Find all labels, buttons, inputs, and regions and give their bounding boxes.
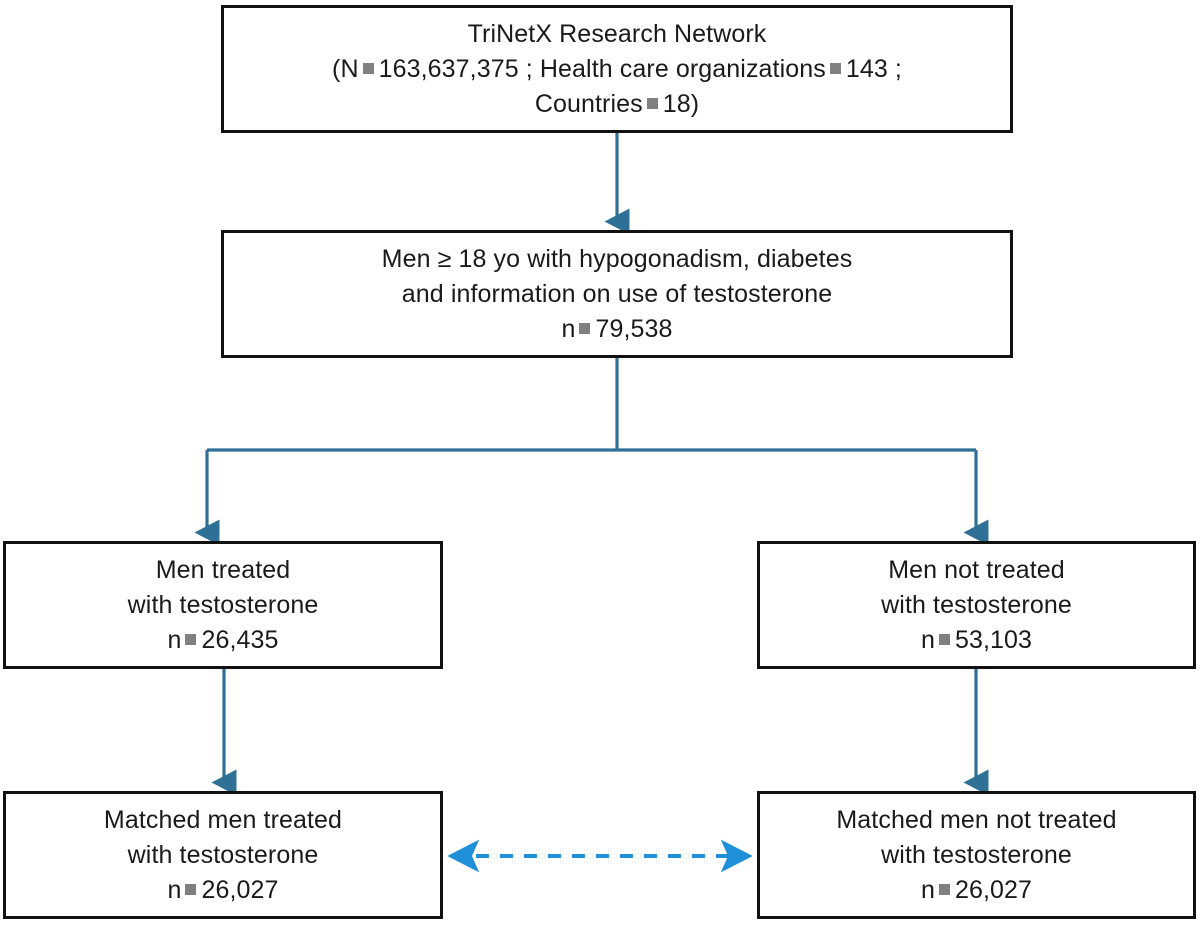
node-source: TriNetX Research Network (N 163,637,375 ;… bbox=[221, 5, 1013, 133]
node-matched-treated-line3-a: n bbox=[167, 875, 182, 904]
node-treated-line2: with testosterone bbox=[127, 590, 319, 619]
node-eligible-line1: Men ≥ 18 yo with hypogonadism, diabetes bbox=[381, 244, 853, 273]
node-eligible: Men ≥ 18 yo with hypogonadism, diabetes … bbox=[221, 230, 1013, 358]
node-matched-untreated-line3: n 26,027 bbox=[921, 873, 1032, 908]
node-matched-treated-line2: with testosterone bbox=[127, 840, 319, 869]
node-source-line2-b: 163,637,375 ; Health care organizations bbox=[378, 54, 826, 83]
node-source-line2-c: 143 ; bbox=[845, 54, 902, 83]
node-matched-untreated-line2: with testosterone bbox=[881, 840, 1072, 869]
node-untreated-line2: with testosterone bbox=[881, 590, 1072, 619]
node-untreated: Men not treated with testosterone n 53,10… bbox=[757, 541, 1196, 669]
node-matched-treated-line3: n 26,027 bbox=[167, 873, 278, 908]
node-eligible-line3: n 79,538 bbox=[561, 312, 672, 347]
node-treated-line3: n 26,435 bbox=[167, 623, 278, 658]
node-source-line3: Countries 18) bbox=[535, 87, 699, 122]
node-untreated-line3-a: n bbox=[920, 625, 935, 654]
equals-glyph-icon bbox=[362, 62, 374, 74]
node-untreated-line3: n 53,103 bbox=[921, 623, 1032, 658]
node-source-line2: (N 163,637,375 ; Health care organization… bbox=[332, 52, 902, 87]
node-treated-line3-a: n bbox=[167, 625, 182, 654]
equals-glyph-icon bbox=[646, 97, 658, 109]
node-treated: Men treated with testosterone n 26,435 bbox=[3, 541, 443, 669]
node-treated-line1: Men treated bbox=[155, 555, 291, 584]
node-source-line3-b: 18) bbox=[662, 89, 700, 118]
node-matched-untreated-line1: Matched men not treated bbox=[836, 805, 1117, 834]
node-matched-untreated: Matched men not treated with testosteron… bbox=[757, 791, 1196, 919]
node-eligible-line2: and information on use of testosterone bbox=[401, 279, 833, 308]
node-matched-treated-line1: Matched men treated bbox=[103, 805, 343, 834]
equals-glyph-icon bbox=[938, 633, 950, 645]
node-source-line3-a: Countries bbox=[534, 89, 643, 118]
equals-glyph-icon bbox=[185, 883, 197, 895]
node-source-line2-a: (N bbox=[332, 54, 359, 83]
node-matched-treated-line3-b: 26,027 bbox=[201, 875, 279, 904]
node-eligible-line3-a: n bbox=[561, 314, 576, 343]
equals-glyph-icon bbox=[938, 883, 950, 895]
node-eligible-line3-b: 79,538 bbox=[595, 314, 673, 343]
node-source-line1: TriNetX Research Network bbox=[467, 19, 767, 48]
equals-glyph-icon bbox=[579, 322, 591, 334]
equals-glyph-icon bbox=[185, 633, 197, 645]
node-matched-untreated-line3-b: 26,027 bbox=[954, 875, 1033, 904]
equals-glyph-icon bbox=[829, 62, 841, 74]
node-treated-line3-b: 26,435 bbox=[201, 625, 279, 654]
node-matched-untreated-line3-a: n bbox=[920, 875, 935, 904]
node-untreated-line3-b: 53,103 bbox=[954, 625, 1033, 654]
node-untreated-line1: Men not treated bbox=[888, 555, 1065, 584]
